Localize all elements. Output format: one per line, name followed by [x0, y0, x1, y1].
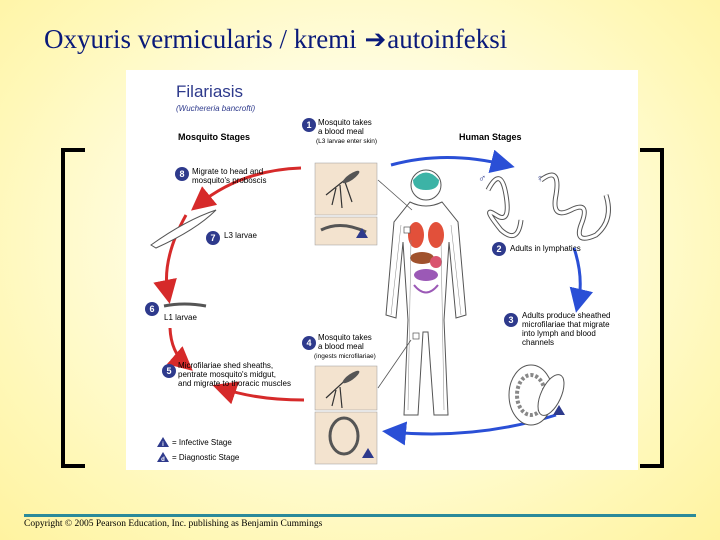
infective-legend-icon	[157, 437, 169, 447]
left-bracket	[61, 148, 85, 468]
step-8-text: Migrate to head and mosquito's proboscis	[192, 167, 266, 185]
step-7-text: L3 larvae	[224, 231, 257, 240]
step-4-badge	[302, 336, 316, 350]
step-3-text: Adults produce sheathed microfilariae th…	[522, 311, 613, 347]
step-8-number: 8	[179, 169, 184, 179]
life-cycle-diagram: Filariasis (Wuchereria bancrofti) Mosqui…	[126, 70, 638, 470]
infective-legend-label: = Infective Stage	[172, 438, 232, 447]
arrow-6-to-5	[166, 327, 193, 371]
lung-left-organ	[408, 222, 424, 248]
female-symbol: ♀	[536, 173, 544, 185]
step-2-badge	[492, 242, 506, 256]
step-1-badge	[302, 118, 316, 132]
step-8-badge	[175, 167, 189, 181]
liver-organ	[410, 252, 434, 264]
diagram-title: Filariasis	[176, 82, 243, 101]
mosquito-feeding-image-1	[314, 162, 378, 216]
step-6-badge	[145, 302, 159, 316]
l3-larva-closeup-image	[314, 216, 378, 246]
l1-larvae-illustration	[163, 302, 207, 308]
diagnostic-stage-icon	[553, 405, 565, 415]
human-stages-label: Human Stages	[459, 132, 522, 142]
lymphatic-vessels	[390, 224, 462, 411]
step-5-text: Microfilariae shed sheaths, pentrate mos…	[178, 361, 291, 388]
diagnostic-legend-icon	[157, 452, 169, 462]
arrow-8-to-7	[191, 166, 302, 211]
microfilaria-icon	[328, 416, 360, 456]
step-6-text: L1 larvae	[164, 313, 197, 322]
step-6-number: 6	[149, 304, 154, 314]
diagram-subtitle: (Wuchereria bancrofti)	[176, 104, 255, 113]
male-symbol: ♂	[478, 173, 486, 185]
arrow-4-to-5	[212, 381, 305, 405]
stomach-organ	[430, 256, 442, 268]
step-4-number: 4	[306, 338, 311, 348]
step-3-badge	[504, 313, 518, 327]
step-2-number: 2	[496, 244, 501, 254]
lung-right-organ	[428, 222, 444, 248]
step-7-badge	[206, 231, 220, 245]
brain-organ	[413, 172, 439, 190]
step-1-text: Mosquito takes a blood meal (L3 larvae e…	[316, 118, 377, 145]
copyright-notice: Copyright © 2005 Pearson Education, Inc.…	[24, 519, 323, 529]
step-4-text: Mosquito takes a blood meal (ingests mic…	[314, 333, 376, 360]
diagnostic-legend-label: = Diagnostic Stage	[172, 453, 240, 462]
arrow-1-to-2	[390, 149, 515, 174]
diagram-canvas: Filariasis (Wuchereria bancrofti) Mosqui…	[145, 82, 613, 465]
step-2-text: Adults in lymphatics	[510, 244, 581, 253]
step-1-number: 1	[306, 120, 311, 130]
title-text: Oxyuris vermicularis / kremi	[44, 24, 357, 54]
infective-stage-icon	[356, 228, 368, 238]
arrow-2-to-3	[569, 247, 594, 313]
step-5-number: 5	[166, 366, 171, 376]
step-3-number: 3	[508, 315, 513, 325]
l3-larvae-illustration	[150, 209, 217, 249]
female-worm-illustration	[539, 172, 611, 241]
step-5-badge	[162, 364, 176, 378]
right-bracket	[640, 148, 664, 468]
arrow-7-to-6	[153, 214, 188, 304]
intestine-organ	[414, 269, 438, 281]
title-suffix: autoinfeksi	[387, 24, 508, 54]
right-arrow-icon: ➔	[364, 25, 387, 54]
mosquito-feeding-image-2	[314, 365, 378, 411]
infective-legend-symbol: i	[162, 442, 164, 448]
mosquito-stages-label: Mosquito Stages	[178, 132, 250, 142]
footer-divider	[24, 514, 696, 517]
diagnostic-legend-symbol: d	[161, 457, 165, 463]
step-7-number: 7	[210, 233, 215, 243]
slide-title: Oxyuris vermicularis / kremi ➔autoinfeks…	[44, 24, 507, 55]
mosquito-icon	[325, 174, 353, 209]
